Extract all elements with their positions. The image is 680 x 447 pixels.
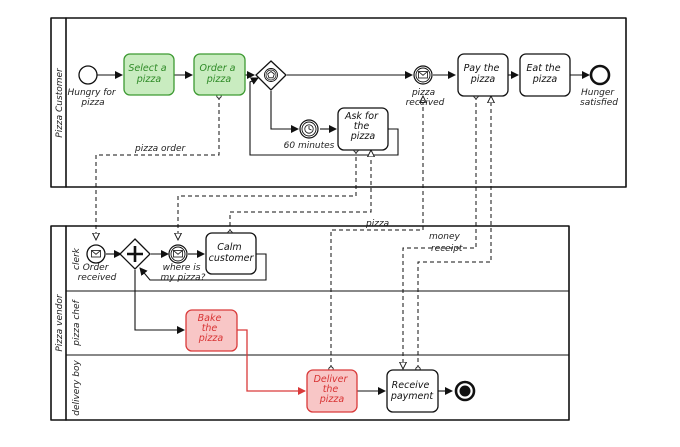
svg-text:Bake the pizza: Bake the pizza — [198, 313, 225, 344]
start-event-hungry[interactable] — [78, 65, 98, 85]
pool-customer: Pizza Customer — [50, 17, 627, 188]
svg-text:Deliver the pizza: Deliver the pizza — [314, 374, 351, 405]
message-label-money: money — [429, 232, 461, 242]
plus-icon — [127, 246, 143, 262]
pentagon-icon — [267, 70, 275, 79]
lane-delivery-boy-label: delivery boy — [72, 360, 82, 416]
task-eat-pizza[interactable]: Eat the pizza — [519, 53, 571, 97]
event-based-gateway[interactable] — [255, 60, 287, 91]
timer-event-label: 60 minutes — [284, 141, 335, 151]
parallel-gateway[interactable] — [119, 238, 151, 270]
clock-icon — [304, 124, 314, 134]
start-event-hungry-label: Hungry for pizza — [67, 88, 118, 108]
svg-text:Eat the pizza: Eat the pizza — [526, 63, 563, 85]
task-receive-payment[interactable]: Receive payment — [386, 369, 439, 413]
end-event-vendor[interactable] — [454, 380, 476, 402]
envelope-icon — [91, 250, 101, 258]
task-select-pizza[interactable]: Select a pizza — [123, 53, 175, 96]
pool-vendor-label: Pizza vendor — [55, 293, 65, 352]
lane-clerk-label: clerk — [72, 247, 82, 270]
sequence-flows-vendor — [106, 250, 453, 395]
task-deliver-pizza[interactable]: Deliver the pizza — [306, 369, 358, 413]
intermediate-event-pizza-received-label: pizza received — [406, 88, 445, 108]
envelope-icon — [173, 250, 183, 258]
end-event-hunger-satisfied-label: Hunger satisfied — [580, 88, 618, 108]
envelope-icon — [418, 71, 428, 79]
lane-pizza-chef-label: pizza chef — [72, 298, 82, 346]
svg-text:Select a pizza: Select a pizza — [128, 63, 169, 85]
start-event-order-received[interactable] — [86, 244, 106, 264]
task-order-pizza[interactable]: Order a pizza — [193, 53, 246, 96]
task-pay-pizza[interactable]: Pay the pizza — [457, 53, 509, 97]
message-label-pizza-order: pizza order — [134, 144, 186, 154]
intermediate-event-pizza-received[interactable] — [413, 65, 433, 85]
svg-text:Pay the pizza: Pay the pizza — [464, 63, 503, 85]
message-label-receipt: receipt — [431, 244, 463, 254]
intermediate-event-where-is-pizza[interactable] — [168, 244, 188, 264]
svg-text:Receive payment: Receive payment — [390, 380, 435, 402]
pool-customer-label: Pizza Customer — [55, 67, 65, 138]
message-label-pizza: pizza — [365, 219, 389, 229]
timer-event-60-minutes[interactable] — [299, 119, 319, 139]
start-event-order-received-label: Order received — [78, 263, 117, 283]
svg-text:Calm customer: Calm customer — [209, 242, 255, 264]
svg-text:Order a pizza: Order a pizza — [199, 63, 238, 85]
message-flows — [96, 96, 491, 369]
intermediate-event-where-is-pizza-label: where is my pizza? — [161, 263, 206, 283]
task-calm-customer[interactable]: Calm customer — [205, 232, 257, 275]
end-event-hunger-satisfied[interactable] — [589, 64, 611, 86]
task-ask-for-pizza[interactable]: Ask for the pizza — [337, 107, 389, 151]
task-bake-pizza[interactable]: Bake the pizza — [185, 309, 238, 352]
svg-text:Ask for the pizza: Ask for the pizza — [344, 111, 381, 142]
